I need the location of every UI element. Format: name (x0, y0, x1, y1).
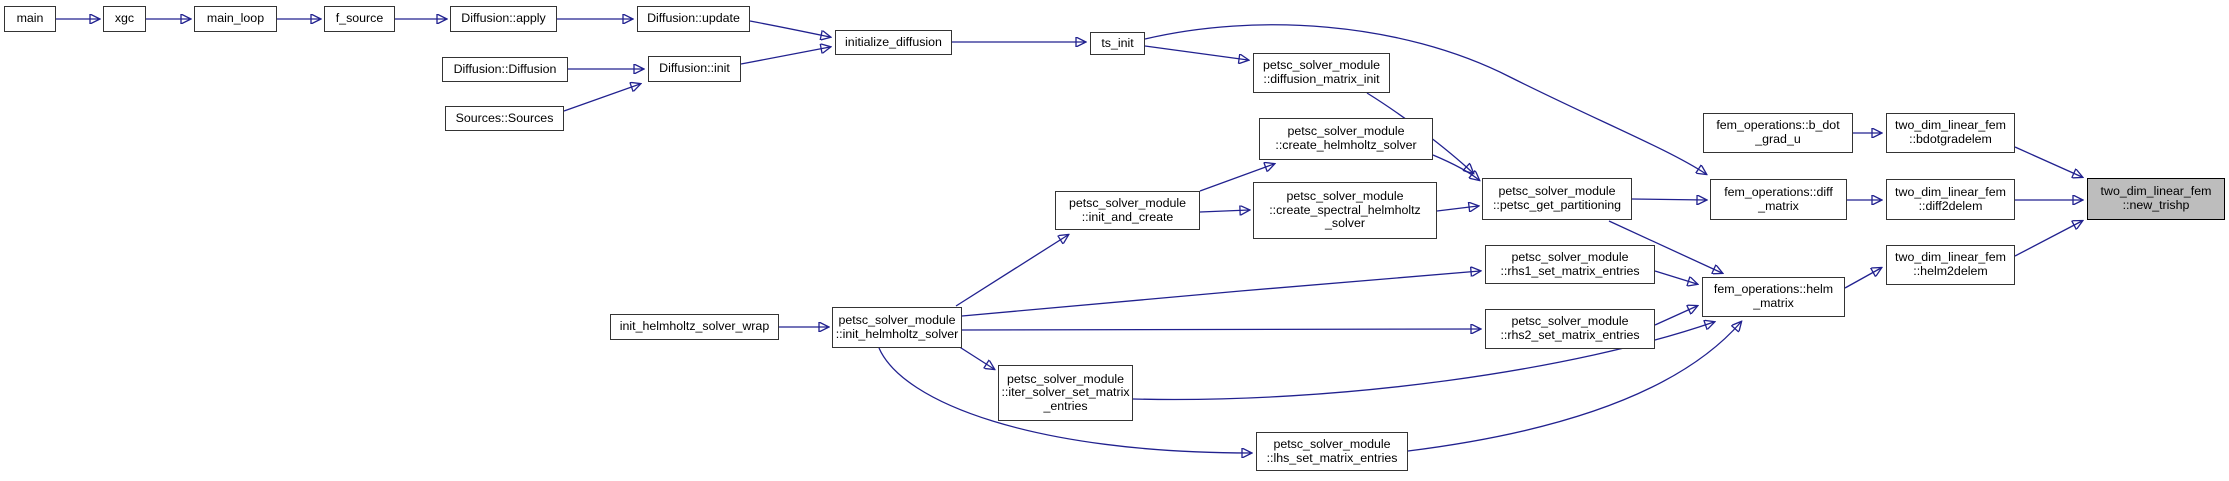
node-rhs1-set-matrix-entries[interactable]: petsc_solver_module ::rhs1_set_matrix_en… (1485, 245, 1655, 284)
node-label: petsc_solver_module ::init_helmholtz_sol… (835, 312, 959, 341)
edge-init_and_create-to-create_spectral_helmholtz_solver (1199, 210, 1249, 212)
node-create-helmholtz-solver[interactable]: petsc_solver_module ::create_helmholtz_s… (1259, 118, 1433, 160)
node-label: petsc_solver_module ::rhs2_set_matrix_en… (1500, 314, 1640, 342)
edge-lhs_set_matrix_entries-to-helm_matrix (1407, 322, 1741, 452)
edge-init_and_create-to-create_helmholtz_solver (1199, 164, 1274, 192)
node-label: Sources::Sources (455, 110, 554, 125)
node-label: fem_operations::diff _matrix (1724, 184, 1833, 213)
node-label: init_helmholtz_solver_wrap (619, 319, 770, 334)
node-petsc-get-partitioning[interactable]: petsc_solver_module ::petsc_get_partitio… (1482, 178, 1632, 220)
node-label: petsc_solver_module ::diffusion_matrix_i… (1262, 58, 1381, 86)
node-label: petsc_solver_module ::create_helmholtz_s… (1275, 124, 1417, 152)
edge-sources_ctor-to-diffusion_init (563, 84, 640, 112)
node-ts-init[interactable]: ts_init (1090, 32, 1145, 55)
node-sources-constructor[interactable]: Sources::Sources (445, 106, 564, 131)
edge-init_helmholtz_solver-to-rhs1_set_matrix_entries (961, 271, 1480, 317)
edge-init_helmholtz_solver-to-init_and_create (955, 235, 1068, 307)
node-diffusion-update[interactable]: Diffusion::update (637, 6, 750, 32)
node-lhs-set-matrix-entries[interactable]: petsc_solver_module ::lhs_set_matrix_ent… (1256, 432, 1408, 471)
node-label: petsc_solver_module ::rhs1_set_matrix_en… (1500, 249, 1640, 278)
node-init-helmholtz-solver-wrap[interactable]: init_helmholtz_solver_wrap (610, 314, 779, 340)
node-label: Diffusion::update (647, 11, 740, 26)
edge-init_helmholtz_solver-to-lhs_set_matrix_entries (878, 347, 1251, 453)
node-diffusion-constructor[interactable]: Diffusion::Diffusion (442, 57, 568, 82)
edge-create_helmholtz_solver-to-petsc_get_partitioning (1432, 154, 1479, 180)
node-bdotgradelem[interactable]: two_dim_linear_fem ::bdotgradelem (1886, 113, 2015, 153)
edge-helm2delem-to-new_trishp (2014, 221, 2082, 257)
node-diffusion-matrix-init[interactable]: petsc_solver_module ::diffusion_matrix_i… (1253, 53, 1390, 93)
node-b-dot-grad-u[interactable]: fem_operations::b_dot _grad_u (1703, 113, 1853, 153)
edge-ts_init-to-diffusion_matrix_init (1144, 45, 1248, 60)
node-label: petsc_solver_module ::create_spectral_he… (1269, 189, 1421, 231)
node-label: xgc (114, 11, 135, 26)
node-label: main (16, 11, 44, 26)
node-label: initialize_diffusion (845, 34, 942, 49)
edge-create_spectral_helmholtz_solver-to-petsc_get_partitioning (1436, 206, 1478, 211)
node-label: two_dim_linear_fem ::helm2delem (1895, 250, 2006, 278)
node-label: ts_init (1101, 35, 1134, 50)
node-main-loop[interactable]: main_loop (194, 6, 277, 32)
node-label: two_dim_linear_fem ::diff2delem (1895, 184, 2006, 213)
edge-ts_init-to-diff_matrix (1144, 24, 1706, 174)
edge-petsc_get_partitioning-to-helm_matrix (1608, 220, 1722, 273)
node-init-helmholtz-solver[interactable]: petsc_solver_module ::init_helmholtz_sol… (832, 307, 962, 348)
node-label: fem_operations::b_dot _grad_u (1716, 118, 1840, 146)
node-label: petsc_solver_module ::lhs_set_matrix_ent… (1266, 436, 1398, 465)
node-helm-matrix[interactable]: fem_operations::helm _matrix (1702, 277, 1845, 317)
node-diffusion-init[interactable]: Diffusion::init (648, 56, 741, 82)
edge-diffusion_update-to-initialize_diffusion (749, 20, 830, 37)
edge-rhs2_set_matrix_entries-to-helm_matrix (1654, 306, 1697, 326)
edge-rhs1_set_matrix_entries-to-helm_matrix (1654, 270, 1697, 284)
node-label: fem_operations::helm _matrix (1713, 282, 1834, 310)
node-f-source[interactable]: f_source (324, 6, 395, 32)
node-xgc[interactable]: xgc (103, 6, 146, 32)
node-diff2delem[interactable]: two_dim_linear_fem ::diff2delem (1886, 179, 2015, 220)
node-label: Diffusion::init (659, 61, 730, 76)
node-helm2delem[interactable]: two_dim_linear_fem ::helm2delem (1886, 245, 2015, 285)
node-iter-solver-set-matrix-entries[interactable]: petsc_solver_module ::iter_solver_set_ma… (998, 365, 1133, 421)
node-label: two_dim_linear_fem ::new_trishp (2100, 184, 2212, 212)
node-new-trishp: two_dim_linear_fem ::new_trishp (2087, 178, 2225, 220)
node-label: main_loop (206, 11, 265, 26)
node-diffusion-apply[interactable]: Diffusion::apply (450, 6, 557, 32)
edge-init_helmholtz_solver-to-iter_solver_set_matrix_entries (957, 345, 994, 369)
node-initialize-diffusion[interactable]: initialize_diffusion (835, 30, 952, 55)
node-diff-matrix[interactable]: fem_operations::diff _matrix (1710, 179, 1847, 220)
node-label: petsc_solver_module ::petsc_get_partitio… (1492, 184, 1622, 212)
edge-petsc_get_partitioning-to-diff_matrix (1631, 199, 1706, 200)
edge-init_helmholtz_solver-to-rhs2_set_matrix_entries (961, 329, 1480, 330)
node-label: f_source (335, 11, 384, 26)
node-label: petsc_solver_module ::init_and_create (1068, 195, 1187, 224)
node-rhs2-set-matrix-entries[interactable]: petsc_solver_module ::rhs2_set_matrix_en… (1485, 309, 1655, 349)
edge-helm_matrix-to-helm2delem (1844, 268, 1881, 289)
edge-diffusion_init-to-initialize_diffusion (740, 47, 830, 65)
node-label: Diffusion::Diffusion (453, 61, 557, 76)
node-label: petsc_solver_module ::iter_solver_set_ma… (1001, 371, 1130, 413)
node-create-spectral-helmholtz-solver[interactable]: petsc_solver_module ::create_spectral_he… (1253, 182, 1437, 239)
node-label: two_dim_linear_fem ::bdotgradelem (1895, 118, 2006, 146)
node-label: Diffusion::apply (461, 11, 546, 26)
node-main[interactable]: main (4, 6, 56, 32)
node-init-and-create[interactable]: petsc_solver_module ::init_and_create (1055, 191, 1200, 230)
edge-bdotgradelem-to-new_trishp (2014, 146, 2082, 177)
